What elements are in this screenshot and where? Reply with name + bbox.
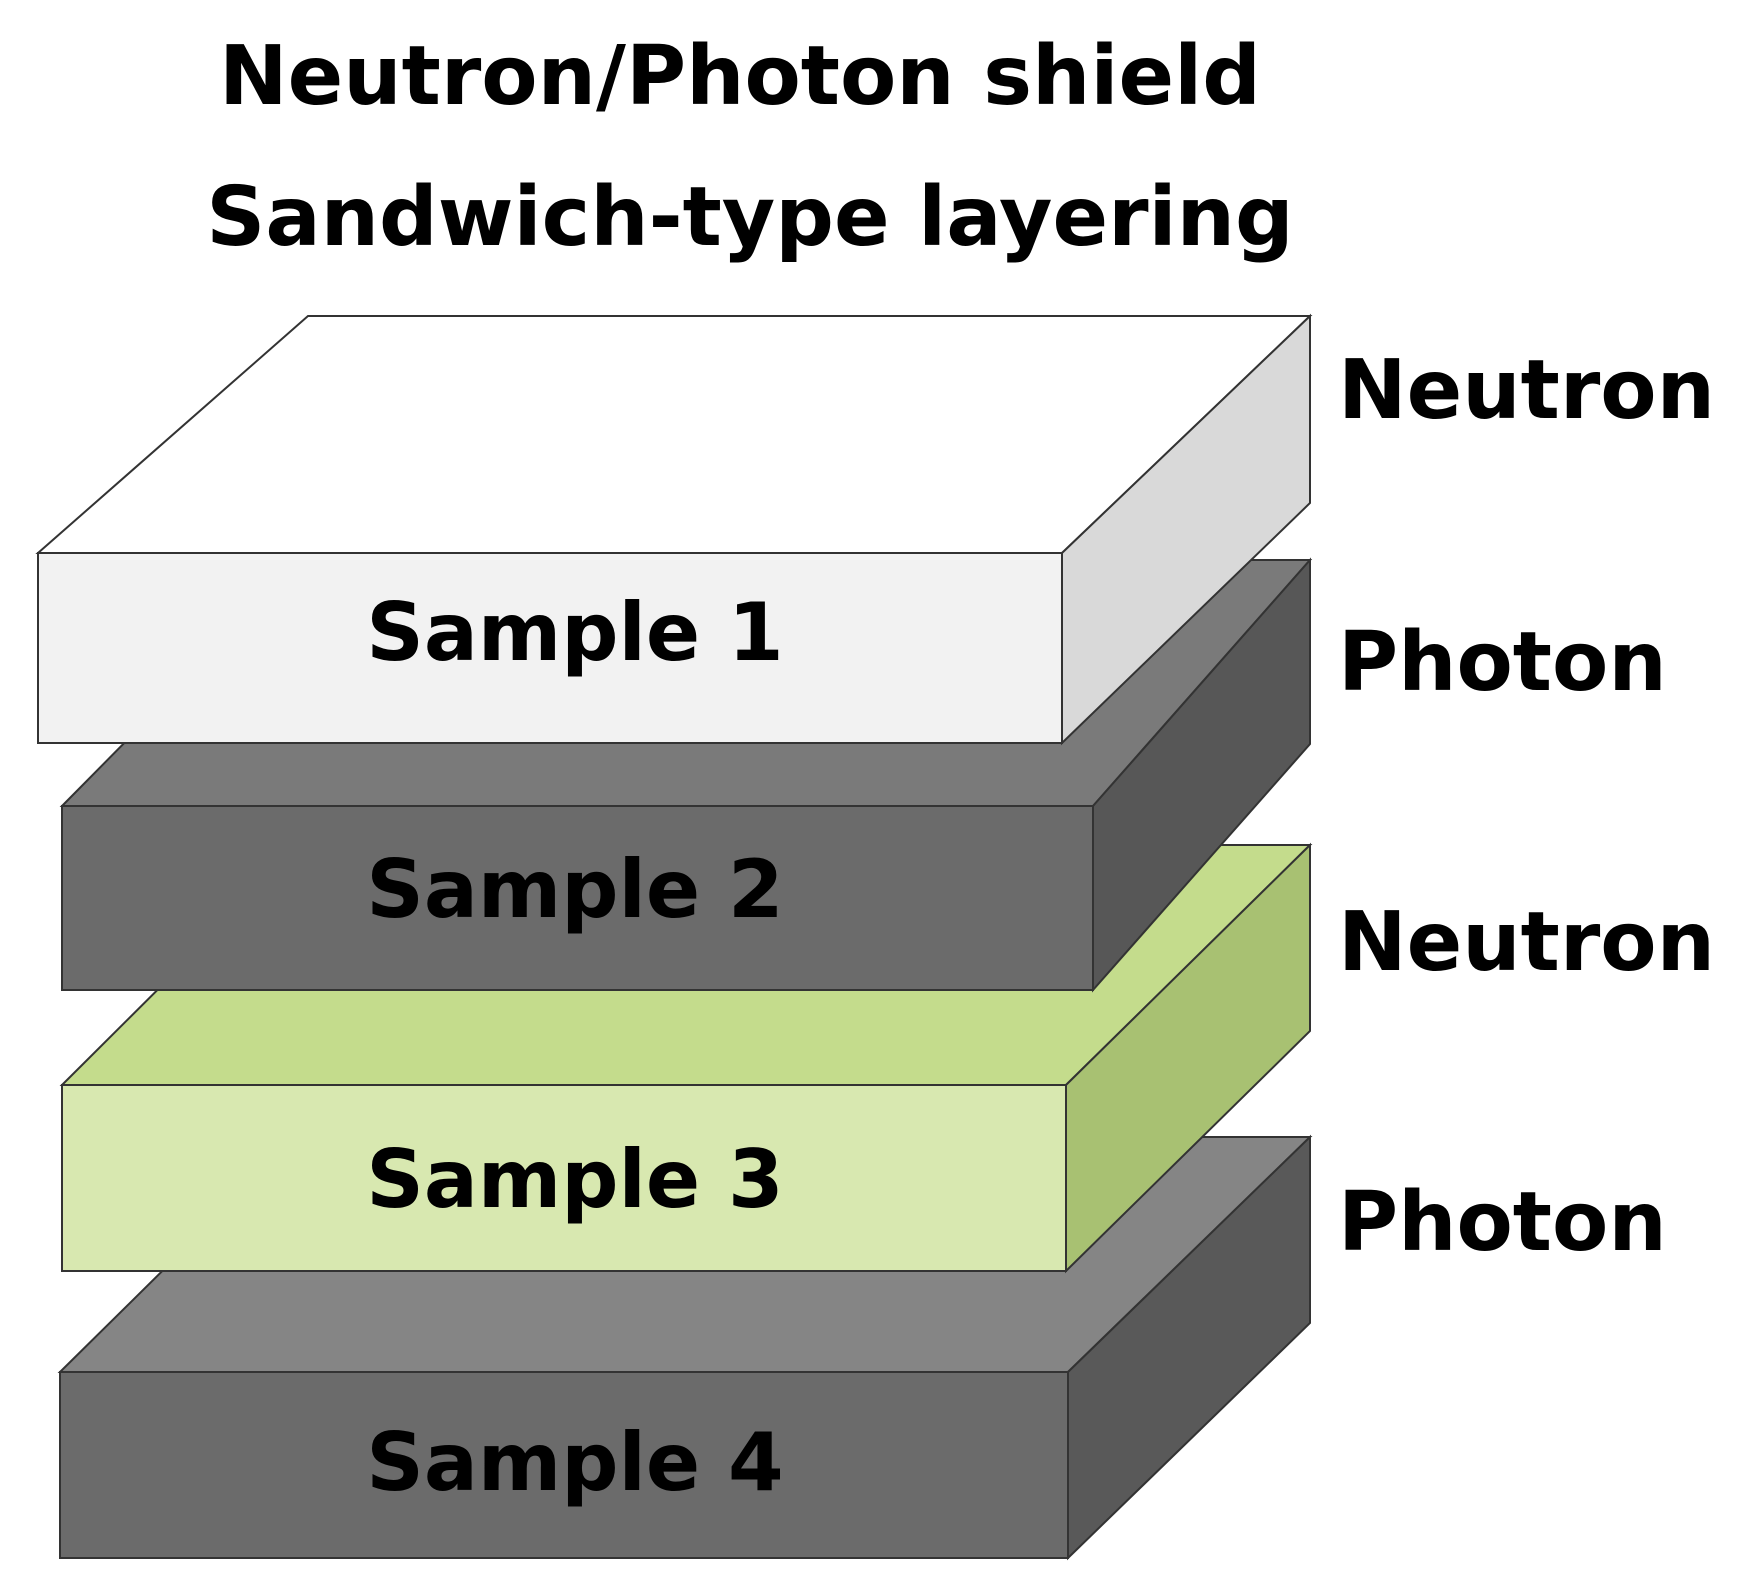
title-line-2: Sandwich-type layering: [206, 170, 1293, 265]
shield-label-1: Neutron: [1338, 343, 1715, 438]
shield-label-2: Photon: [1338, 615, 1667, 710]
shield-label-3: Neutron: [1338, 895, 1715, 990]
slab-3-front-face: [61, 1084, 1067, 1272]
slab-4-front-face: [59, 1371, 1069, 1559]
title-line-1: Neutron/Photon shield: [219, 29, 1261, 124]
slab-sample-1: Sample 1: [35, 313, 1313, 746]
slab-4-label: Sample 4: [366, 1416, 783, 1509]
slab-1-label: Sample 1: [366, 586, 783, 679]
slab-2-front-face: [61, 805, 1094, 991]
shield-label-4: Photon: [1338, 1175, 1667, 1270]
slab-3-label: Sample 3: [366, 1133, 783, 1226]
slab-1-front-face: [37, 552, 1063, 744]
slab-2-label: Sample 2: [366, 843, 783, 936]
